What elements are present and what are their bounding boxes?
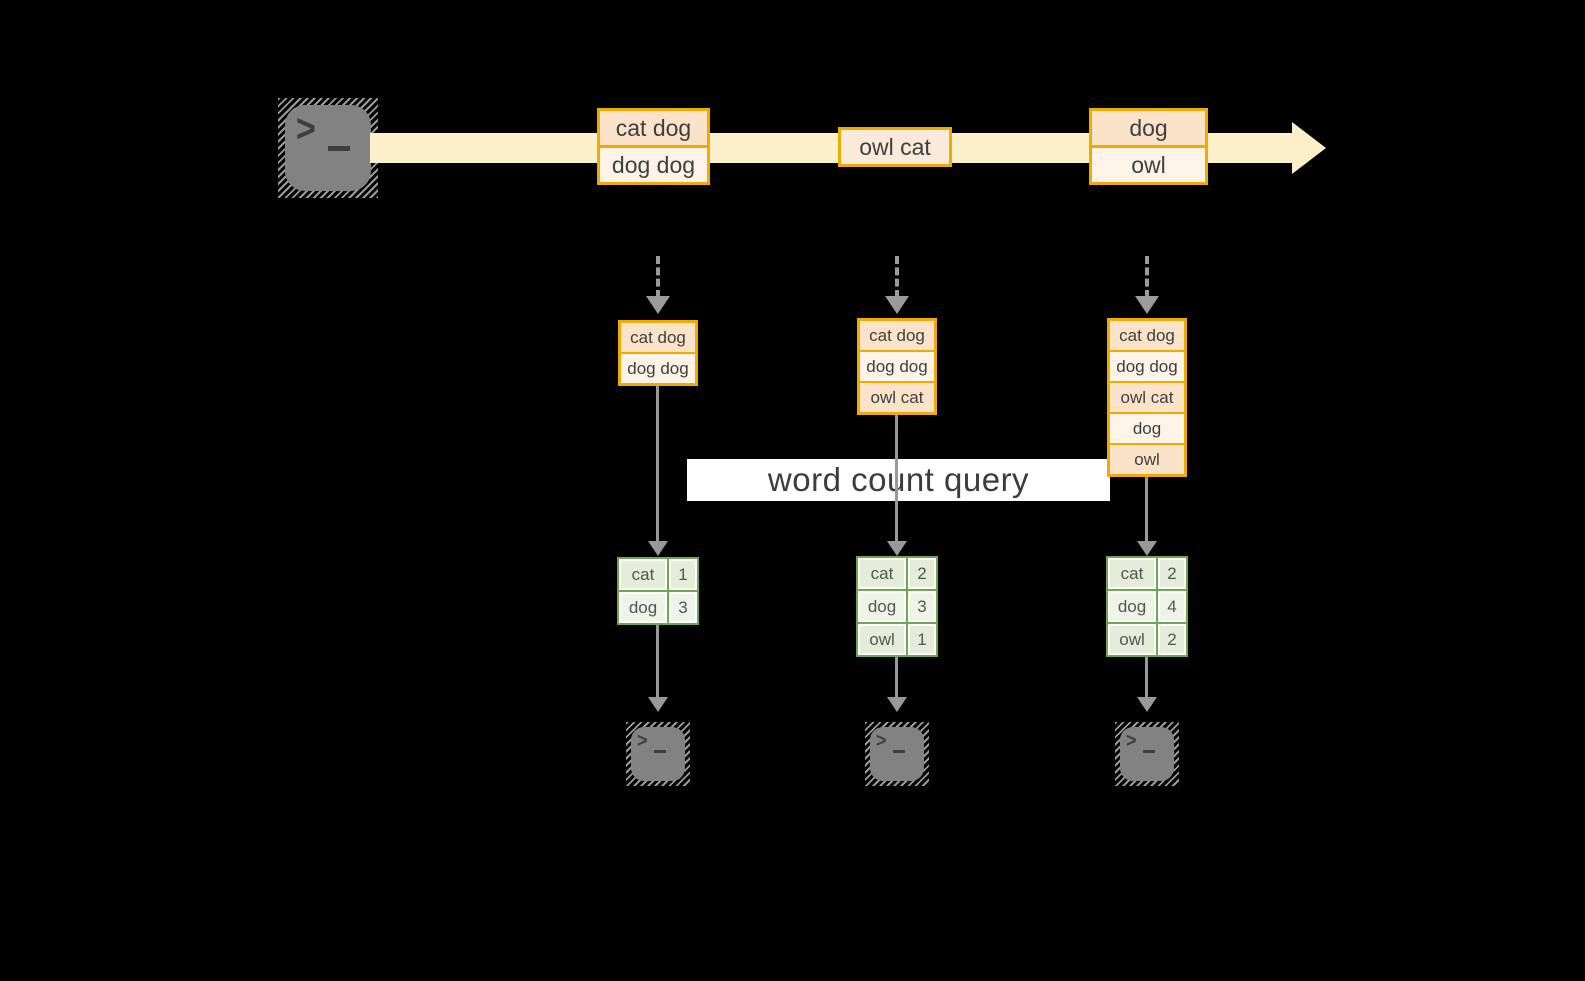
buffer-line: cat dog — [860, 321, 934, 350]
prompt-cursor-icon — [654, 750, 666, 753]
event-line: owl cat — [841, 130, 949, 164]
word-cell: owl — [858, 624, 906, 655]
count-table-2: cat 2 dog 3 owl 1 — [856, 556, 938, 657]
query-arrow-line — [1145, 475, 1148, 542]
query-arrow-line — [895, 413, 898, 542]
word-cell: cat — [1108, 558, 1156, 589]
count-cell: 3 — [669, 592, 697, 623]
prompt-chevron-icon: > — [876, 728, 887, 752]
prompt-chevron-icon: > — [1126, 728, 1137, 752]
count-cell: 1 — [669, 559, 697, 590]
query-arrow-line — [656, 384, 659, 542]
query-arrow-head-icon — [648, 541, 668, 556]
count-table-3: cat 2 dog 4 owl 2 — [1106, 556, 1188, 657]
count-cell: 2 — [1158, 558, 1186, 589]
buffer-stack-3: cat dog dog dog owl cat dog owl — [1107, 318, 1187, 477]
prompt-cursor-icon — [893, 750, 905, 753]
query-arrow-head-icon — [1137, 541, 1157, 556]
word-cell: dog — [858, 591, 906, 622]
event-line: cat dog — [600, 111, 707, 145]
buffer-stack-2: cat dog dog dog owl cat — [857, 318, 937, 415]
timeline-event-2: owl cat — [838, 127, 952, 167]
word-cell: cat — [619, 559, 667, 590]
buffer-line: dog dog — [1110, 350, 1184, 381]
output-arrow-line — [895, 657, 898, 698]
buffer-line: cat dog — [621, 323, 695, 352]
ingest-arrow-head-icon — [885, 296, 909, 314]
ingest-arrow-head-icon — [1135, 296, 1159, 314]
prompt-cursor-icon — [1143, 750, 1155, 753]
prompt-chevron-icon: > — [296, 107, 316, 151]
buffer-line: dog dog — [860, 350, 934, 381]
output-arrow-head-icon — [1137, 697, 1157, 712]
output-arrow-head-icon — [887, 697, 907, 712]
terminal-screen — [631, 727, 685, 781]
terminal-screen — [870, 727, 924, 781]
buffer-line: cat dog — [1110, 321, 1184, 350]
buffer-line: dog dog — [621, 352, 695, 383]
query-arrow-head-icon — [887, 541, 907, 556]
ingest-arrow-line — [1145, 256, 1149, 298]
word-cell: owl — [1108, 624, 1156, 655]
ingest-arrow-line — [656, 256, 660, 298]
count-cell: 2 — [908, 558, 936, 589]
event-line: owl — [1092, 145, 1205, 182]
timeline-event-1: cat dog dog dog — [597, 108, 710, 185]
prompt-cursor-icon — [328, 146, 350, 151]
event-line: dog — [1092, 111, 1205, 145]
count-table-1: cat 1 dog 3 — [617, 557, 699, 625]
buffer-line: owl — [1110, 443, 1184, 474]
query-label: word count query — [687, 459, 1110, 501]
buffer-line: owl cat — [1110, 381, 1184, 412]
count-cell: 1 — [908, 624, 936, 655]
count-cell: 3 — [908, 591, 936, 622]
ingest-arrow-head-icon — [646, 296, 670, 314]
count-cell: 2 — [1158, 624, 1186, 655]
timeline-event-3: dog owl — [1089, 108, 1208, 185]
sink-terminal-icon: > — [626, 722, 690, 786]
stream-arrow-head-icon — [1292, 122, 1326, 174]
buffer-line: dog — [1110, 412, 1184, 443]
terminal-screen — [1120, 727, 1174, 781]
output-arrow-line — [1145, 657, 1148, 698]
output-arrow-head-icon — [648, 697, 668, 712]
sink-terminal-icon: > — [1115, 722, 1179, 786]
word-cell: cat — [858, 558, 906, 589]
output-arrow-line — [656, 625, 659, 698]
source-terminal-icon: > — [278, 98, 378, 198]
word-cell: dog — [1108, 591, 1156, 622]
word-cell: dog — [619, 592, 667, 623]
count-cell: 4 — [1158, 591, 1186, 622]
event-line: dog dog — [600, 145, 707, 182]
sink-terminal-icon: > — [865, 722, 929, 786]
prompt-chevron-icon: > — [637, 728, 648, 752]
ingest-arrow-line — [895, 256, 899, 298]
buffer-line: owl cat — [860, 381, 934, 412]
buffer-stack-1: cat dog dog dog — [618, 320, 698, 386]
